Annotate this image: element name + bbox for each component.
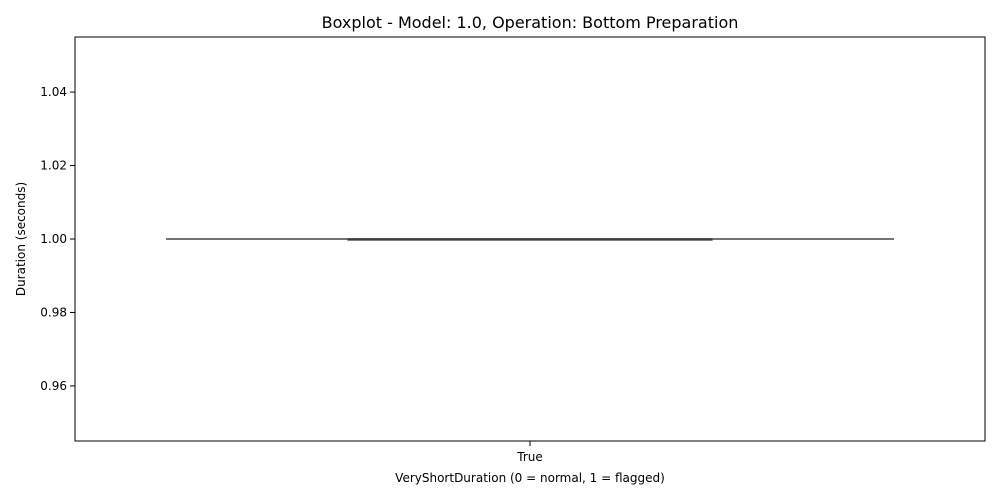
y-tick-label: 1.00 — [40, 232, 67, 246]
y-tick-label: 0.96 — [40, 379, 67, 393]
plot-area-frame — [74, 36, 986, 442]
box-series — [166, 238, 894, 241]
y-axis-title: Duration (seconds) — [14, 182, 28, 296]
y-axis: 0.96 0.98 1.00 1.02 1.04 — [40, 85, 75, 393]
y-tick-label: 0.98 — [40, 305, 67, 319]
y-tick-label: 1.02 — [40, 159, 67, 173]
y-tick-label: 1.04 — [40, 85, 67, 99]
x-axis: True — [516, 441, 543, 464]
chart-title: Boxplot - Model: 1.0, Operation: Bottom … — [322, 13, 739, 32]
x-tick-label: True — [516, 450, 543, 464]
x-axis-title: VeryShortDuration (0 = normal, 1 = flagg… — [395, 471, 665, 485]
